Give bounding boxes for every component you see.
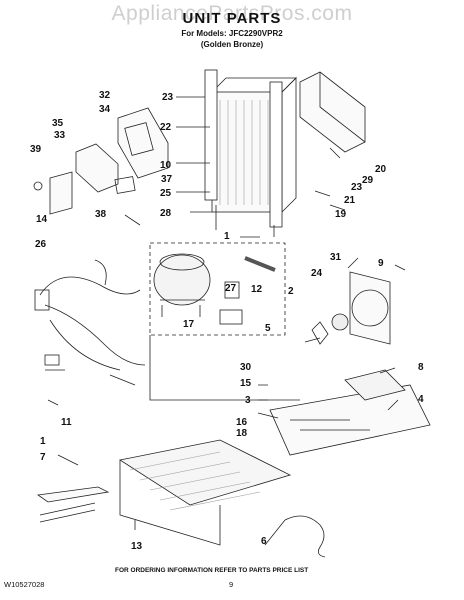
part-callout-37: 37 — [161, 174, 173, 185]
drain-tube — [284, 515, 326, 558]
part-callout-1: 1 — [40, 436, 46, 447]
part-callout-12: 12 — [251, 284, 263, 295]
document-number: W10527028 — [4, 580, 45, 589]
condenser-fan-assembly — [304, 271, 391, 345]
condenser-assembly — [204, 69, 297, 237]
page-number: 9 — [229, 580, 234, 589]
part-callout-25: 25 — [160, 188, 172, 199]
variant-line: (Golden Bronze) — [200, 40, 264, 49]
part-callout-20: 20 — [375, 164, 387, 175]
part-callout-13: 13 — [131, 541, 143, 552]
part-callout-28: 28 — [160, 208, 172, 219]
air-duct — [299, 71, 366, 153]
part-callout-2: 2 — [288, 286, 294, 297]
part-callout-26: 26 — [35, 239, 47, 250]
part-callout-7: 7 — [40, 452, 46, 463]
part-callout-17: 17 — [183, 319, 195, 330]
part-callout-24: 24 — [311, 268, 323, 279]
part-callout-21: 21 — [344, 195, 356, 206]
part-callout-30: 30 — [240, 362, 252, 373]
part-callout-35: 35 — [52, 118, 64, 129]
part-callout-3: 3 — [245, 395, 251, 406]
page-title: UNIT PARTS — [182, 10, 282, 27]
part-callout-15: 15 — [240, 378, 252, 389]
condenser-coil — [118, 439, 292, 546]
part-callout-19: 19 — [335, 209, 347, 220]
part-callout-32: 32 — [99, 90, 111, 101]
part-callout-33: 33 — [54, 130, 66, 141]
part-callout-31: 31 — [330, 252, 342, 263]
part-callout-1: 1 — [224, 231, 230, 242]
watermark: AppliancePartsPros.com — [111, 2, 353, 25]
part-callout-5: 5 — [265, 323, 271, 334]
part-callout-23: 23 — [351, 182, 363, 193]
part-callout-11: 11 — [61, 417, 72, 428]
part-callout-18: 18 — [236, 428, 248, 439]
part-callout-22: 22 — [160, 122, 172, 133]
part-callout-29: 29 — [362, 175, 374, 186]
part-callout-38: 38 — [95, 209, 107, 220]
machine-compartment-base — [269, 369, 431, 456]
control-board — [33, 107, 169, 215]
part-callout-10: 10 — [160, 160, 172, 171]
models-line: For Models: JFC2290VPR2 — [181, 29, 283, 38]
part-callout-4: 4 — [418, 394, 424, 405]
part-callout-6: 6 — [261, 536, 267, 547]
part-callout-16: 16 — [236, 417, 248, 428]
ordering-note: FOR ORDERING INFORMATION REFER TO PARTS … — [115, 567, 309, 574]
part-callout-9: 9 — [378, 258, 384, 269]
part-callout-34: 34 — [99, 104, 111, 115]
compressor-assembly — [149, 242, 300, 401]
part-callout-8: 8 — [418, 362, 424, 373]
drain-bracket — [36, 486, 110, 523]
part-callout-39: 39 — [30, 144, 42, 155]
wire-harness — [34, 259, 146, 386]
part-callout-14: 14 — [36, 214, 48, 225]
part-callout-27: 27 — [225, 283, 237, 294]
part-callout-23: 23 — [162, 92, 174, 103]
